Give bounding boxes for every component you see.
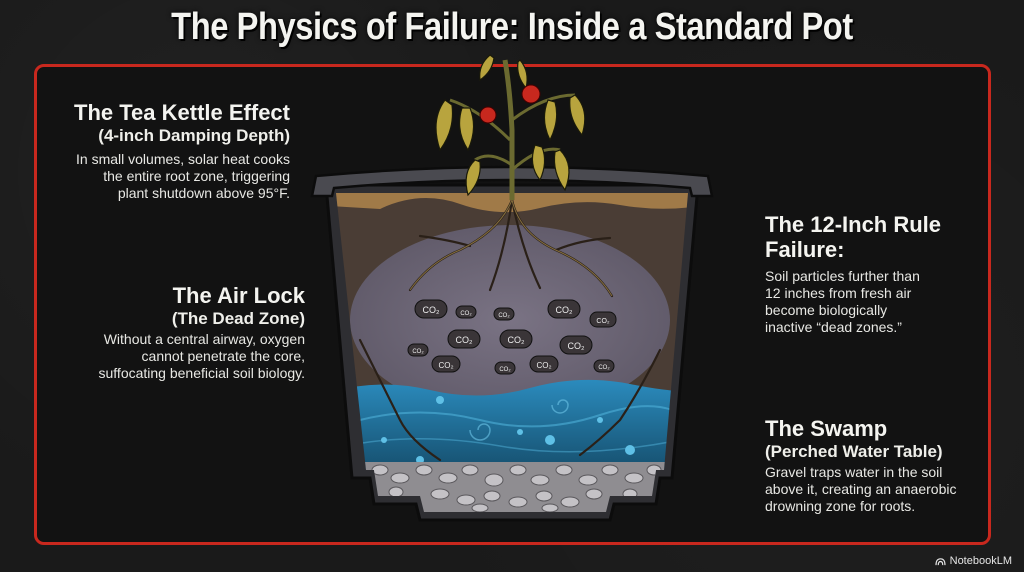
heading-line: Failure: xyxy=(765,237,845,262)
svg-text:CO₂: CO₂ xyxy=(498,313,510,319)
notebooklm-logo-icon xyxy=(935,557,946,565)
tomato-fruit xyxy=(479,106,497,124)
svg-text:CO₂: CO₂ xyxy=(508,335,526,345)
co2-cloud: CO₂ xyxy=(447,329,481,349)
heading-line: The 12-Inch Rule xyxy=(765,212,942,237)
section-heading: The 12-Inch Rule Failure: xyxy=(765,212,995,262)
co2-cloud: CO₂ xyxy=(407,343,429,357)
section-body: In small volumes, solar heat cooks the e… xyxy=(50,151,290,202)
branding: NotebookLM xyxy=(935,555,1012,567)
body-line: drowning zone for roots. xyxy=(765,498,916,514)
section-twelve-inch-rule: The 12-Inch Rule Failure: Soil particles… xyxy=(765,212,995,336)
svg-text:CO₂: CO₂ xyxy=(556,305,574,315)
body-line: become biologically xyxy=(765,302,888,318)
section-body: Without a central airway, oxygen cannot … xyxy=(50,331,306,382)
body-line: plant shutdown above 95°F. xyxy=(117,185,290,201)
co2-cloud: CO₂ xyxy=(455,305,477,319)
body-line: 12 inches from fresh air xyxy=(765,285,912,301)
body-line: above it, creating an anaerobic xyxy=(765,481,957,497)
svg-text:CO₂: CO₂ xyxy=(598,365,610,371)
co2-cloud: CO₂ xyxy=(494,361,516,375)
co2-cloud: CO₂ xyxy=(431,355,461,373)
body-line: suffocating beneficial soil biology. xyxy=(98,365,306,381)
co2-cloud: CO₂ xyxy=(493,307,515,321)
svg-text:CO₂: CO₂ xyxy=(456,335,474,345)
svg-text:CO₂: CO₂ xyxy=(536,361,551,370)
section-tea-kettle: The Tea Kettle Effect (4-inch Damping De… xyxy=(50,100,290,202)
body-line: Without a central airway, oxygen xyxy=(103,331,305,347)
svg-text:CO₂: CO₂ xyxy=(423,305,441,315)
pot-cross-section-illustration: CO₂ CO₂ CO₂ CO₂ CO₂ CO₂ CO₂ CO₂ CO₂ CO₂ … xyxy=(310,54,714,522)
section-body: Gravel traps water in the soil above it,… xyxy=(765,464,995,515)
topsoil-layer xyxy=(336,193,688,213)
svg-text:CO₂: CO₂ xyxy=(460,311,472,317)
co2-cloud: CO₂ xyxy=(589,311,617,328)
co2-cloud: CO₂ xyxy=(559,335,593,355)
co2-clouds: CO₂ CO₂ CO₂ CO₂ CO₂ CO₂ CO₂ CO₂ CO₂ CO₂ … xyxy=(407,299,617,375)
section-subheading: (4-inch Damping Depth) xyxy=(98,126,290,145)
svg-text:CO₂: CO₂ xyxy=(499,367,511,373)
section-heading: The Swamp xyxy=(765,416,888,441)
svg-text:CO₂: CO₂ xyxy=(412,349,424,355)
section-heading: The Tea Kettle Effect xyxy=(74,100,290,125)
tomato-fruit xyxy=(521,84,541,104)
tomato-plant xyxy=(435,54,586,200)
co2-cloud: CO₂ xyxy=(593,359,615,373)
body-line: the entire root zone, triggering xyxy=(103,168,290,184)
section-swamp: The Swamp (Perched Water Table) Gravel t… xyxy=(765,416,995,515)
body-line: cannot penetrate the core, xyxy=(141,348,305,364)
body-line: inactive “dead zones.” xyxy=(765,319,902,335)
svg-text:CO₂: CO₂ xyxy=(438,361,453,370)
svg-text:CO₂: CO₂ xyxy=(596,318,610,325)
body-line: In small volumes, solar heat cooks xyxy=(76,151,290,167)
body-line: Soil particles further than xyxy=(765,268,920,284)
branding-label: NotebookLM xyxy=(949,555,1012,567)
co2-cloud: CO₂ xyxy=(499,329,533,349)
section-heading: The Air Lock xyxy=(172,283,305,308)
body-line: Gravel traps water in the soil xyxy=(765,464,943,480)
svg-text:CO₂: CO₂ xyxy=(568,341,586,351)
pot-rim xyxy=(310,165,714,198)
co2-cloud: CO₂ xyxy=(529,355,559,373)
section-subheading: (Perched Water Table) xyxy=(765,442,943,461)
section-body: Soil particles further than 12 inches fr… xyxy=(765,268,995,336)
page-title: The Physics of Failure: Inside a Standar… xyxy=(171,6,853,48)
co2-cloud: CO₂ xyxy=(414,299,448,319)
section-air-lock: The Air Lock (The Dead Zone) Without a c… xyxy=(50,283,306,382)
co2-cloud: CO₂ xyxy=(547,299,581,319)
section-subheading: (The Dead Zone) xyxy=(171,309,305,328)
